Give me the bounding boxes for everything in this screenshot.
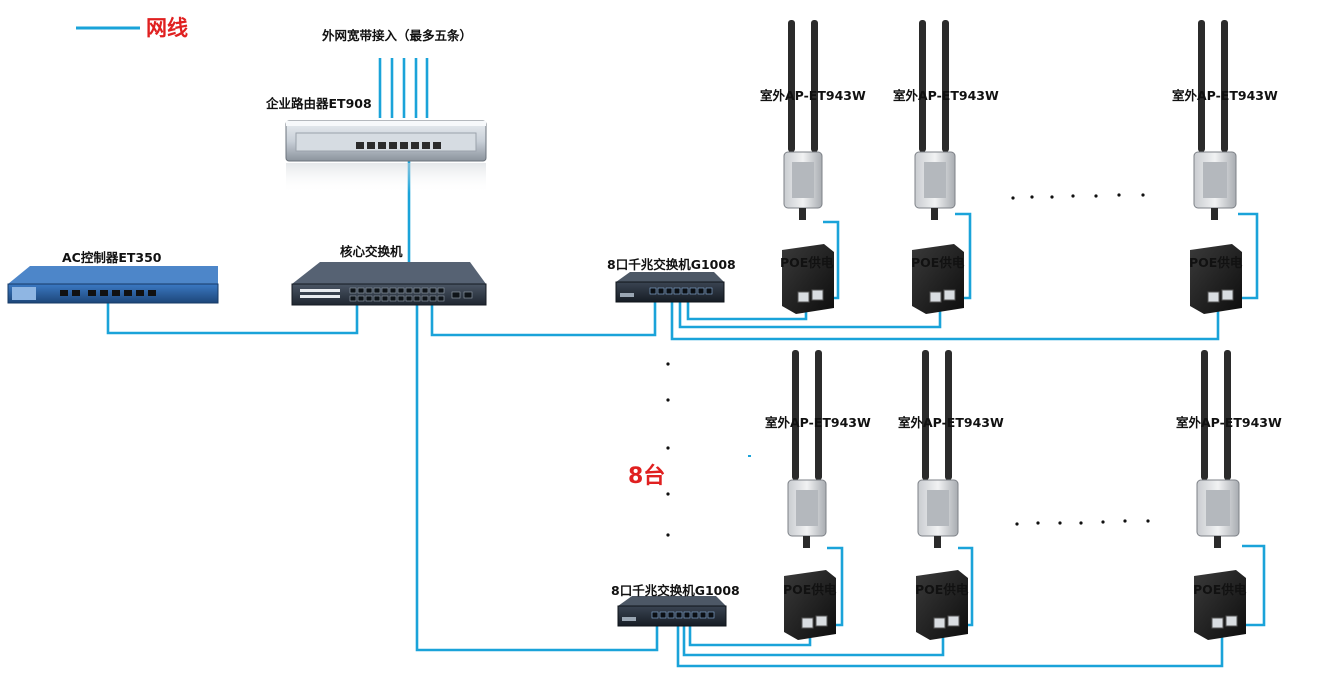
ap-top-3-label: 室外AP-ET943W [1172, 88, 1278, 103]
ac-controller-device [7, 266, 219, 304]
core-switch-label: 核心交换机 [340, 244, 403, 259]
poe-top-2 [912, 244, 964, 314]
ap-top-2-label: 室外AP-ET943W [893, 88, 999, 103]
poe-bottom-2 [916, 570, 968, 640]
ap-count-label: 8台 [628, 464, 666, 489]
poe-bottom-3-label: POE供电 [1193, 582, 1247, 597]
poe-bottom-3 [1194, 570, 1246, 640]
switch-top-label: 8口千兆交换机G1008 [607, 257, 736, 272]
ac-controller-label: AC控制器ET350 [62, 250, 162, 265]
poe-devices [782, 244, 1246, 640]
ap-bottom-3 [1196, 350, 1240, 548]
ap-top-1 [783, 20, 823, 220]
poe-top-2-label: POE供电 [911, 255, 965, 270]
core-switch-device [291, 262, 487, 306]
poe-top-3-label: POE供电 [1189, 255, 1243, 270]
ap-top-3 [1193, 20, 1237, 220]
router-device [285, 120, 487, 193]
ap-top-1-label: 室外AP-ET943W [760, 88, 866, 103]
ap-bottom-2 [917, 350, 959, 548]
poe-bottom-2-label: POE供电 [915, 582, 969, 597]
ap-bottom-1-label: 室外AP-ET943W [765, 415, 871, 430]
ap-top-2 [914, 20, 956, 220]
legend-label: 网线 [146, 16, 188, 40]
router-label: 企业路由器ET908 [266, 96, 372, 111]
broadband-label: 外网宽带接入（最多五条） [322, 28, 473, 43]
poe-top-1 [782, 244, 834, 314]
ellipsis-dots [666, 193, 1150, 537]
switch-bottom-device [617, 596, 727, 627]
switch-bottom-label: 8口千兆交换机G1008 [611, 583, 740, 598]
poe-bottom-1-label: POE供电 [783, 582, 837, 597]
poe-bottom-1 [784, 570, 836, 640]
switch-top-device [615, 272, 725, 303]
poe-top-3 [1190, 244, 1242, 314]
ap-bottom-2-label: 室外AP-ET943W [898, 415, 1004, 430]
ap-bottom-1 [787, 350, 827, 548]
cables [106, 58, 1266, 668]
poe-top-1-label: POE供电 [780, 255, 834, 270]
ap-devices [783, 20, 1240, 548]
ap-bottom-3-label: 室外AP-ET943W [1176, 415, 1282, 430]
